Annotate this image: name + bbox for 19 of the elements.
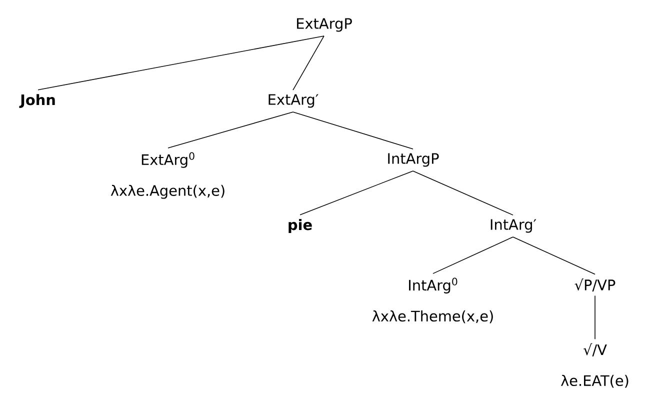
- tree-node-label: IntArg′: [490, 219, 536, 233]
- tree-branch: [292, 36, 324, 90]
- tree-branch: [594, 295, 596, 340]
- tree-branch: [168, 112, 294, 148]
- tree-branch: [38, 36, 324, 90]
- tree-branch: [512, 236, 596, 275]
- tree-node-label: IntArgP: [388, 153, 439, 167]
- tree-leaf: pie: [288, 219, 312, 233]
- tree-node-label: ExtArg$^{0}$ λxλe.Agent(x,e): [110, 152, 224, 199]
- tree-node-label: IntArg$^{0}$ λxλe.Theme(x,e): [372, 278, 493, 324]
- tree-branch: [292, 112, 414, 150]
- tree-branch: [412, 170, 514, 216]
- tree-branch: [300, 170, 414, 216]
- tree-node-label: ExtArg′: [268, 94, 318, 108]
- tree-branch: [432, 236, 514, 274]
- tree-node-label: √P/VP: [574, 278, 616, 292]
- tree-node-label: √/V λe.EAT(e): [561, 343, 628, 388]
- tree-leaf: John: [19, 94, 55, 108]
- tree-node-label: ExtArgP: [297, 18, 352, 32]
